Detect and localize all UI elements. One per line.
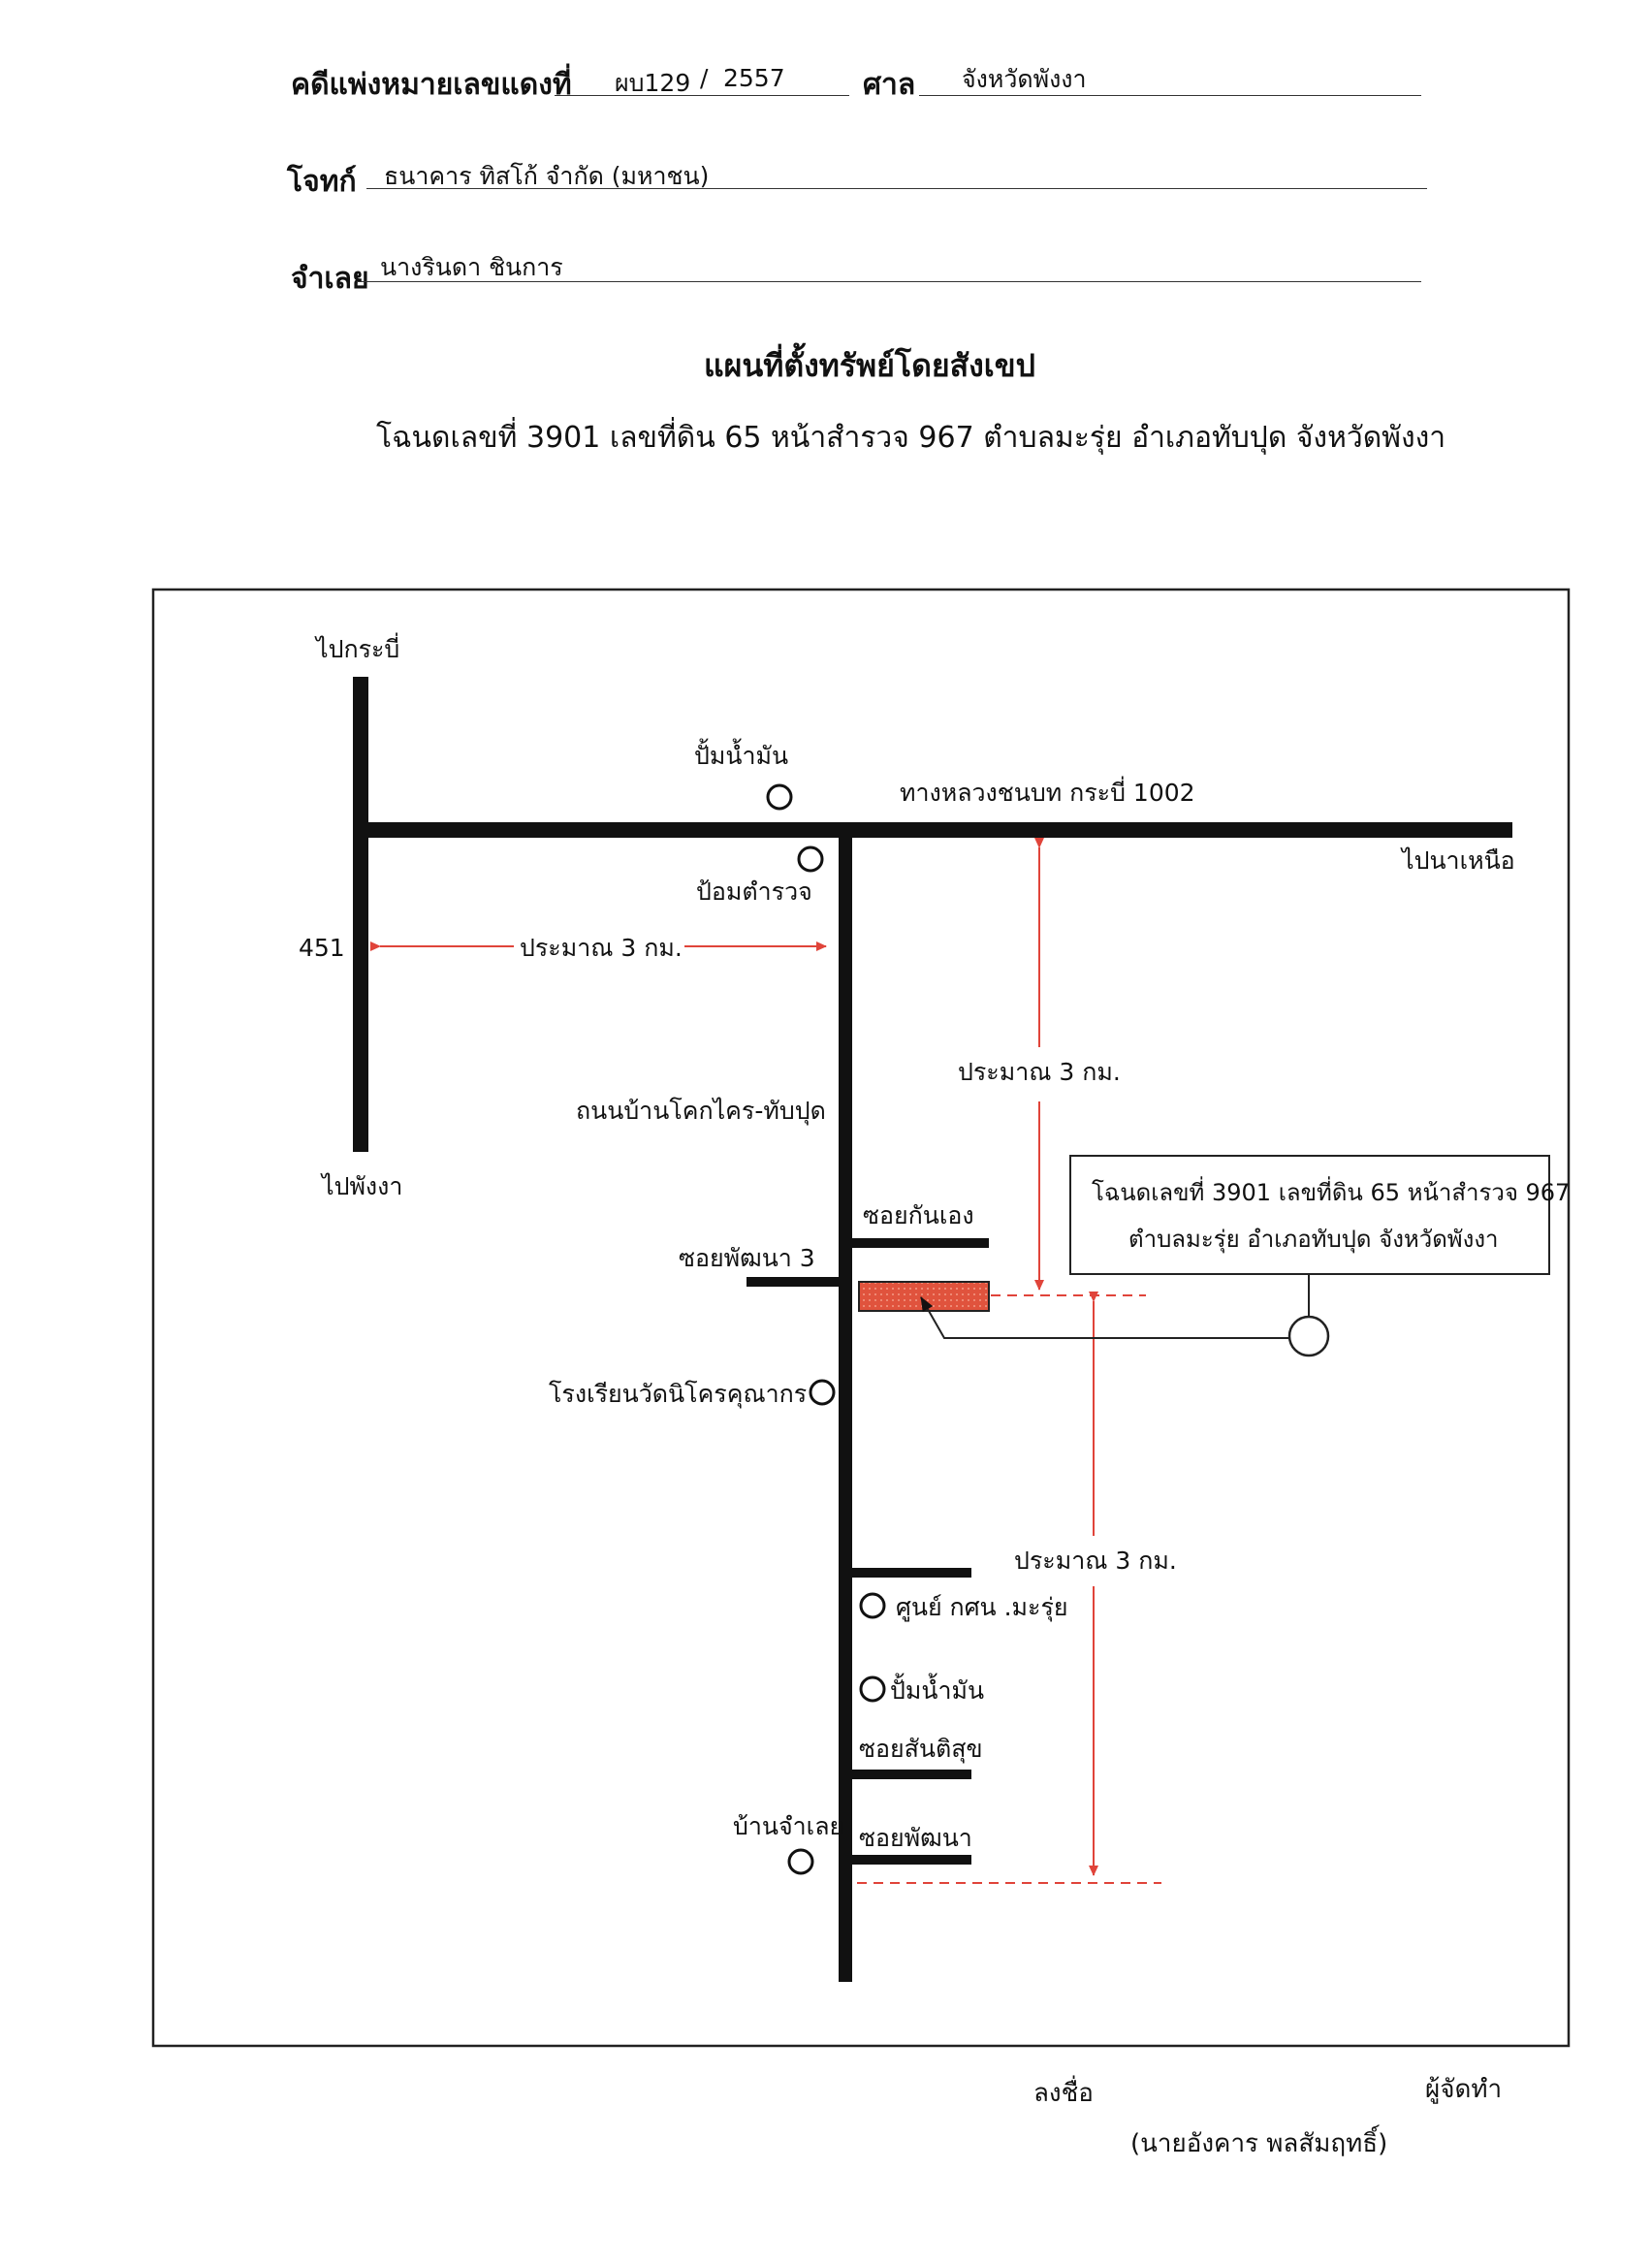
- sign-label: ลงชื่อ: [1033, 2079, 1094, 2108]
- court-underline: [919, 95, 1421, 96]
- page-title: แผนที่ตั้งทรัพย์โดยสังเขป: [704, 347, 1035, 384]
- case-number: ผบ129: [615, 69, 691, 97]
- label-rural-road: ทางหลวงชนบท กระบี่ 1002: [900, 776, 1195, 807]
- court-label: ศาล: [863, 68, 916, 102]
- police-box-marker: [797, 845, 824, 873]
- label-nfe-center: ศูนย์ กศน .มะรุ่ย: [896, 1593, 1068, 1622]
- case-number-underline: [555, 95, 849, 96]
- property-callout-box: [1069, 1155, 1550, 1275]
- label-gas-station-2: ปั้มน้ำมัน: [890, 1673, 984, 1705]
- label-soi-santisuk: ซอยสันติสุข: [859, 1735, 983, 1764]
- defendant-underline: [357, 281, 1421, 282]
- label-defendant-house: บ้านจำเลย: [733, 1812, 843, 1840]
- defendant-label: จำเลย: [291, 262, 369, 296]
- label-main-road: ถนนบ้านโคกไคร-ทับปุด: [576, 1097, 826, 1126]
- plaintiff-value: ธนาคาร ทิสโก้ จำกัด (มหาชน): [384, 162, 710, 190]
- label-soi-phatthana: ซอยพัฒนา: [859, 1824, 972, 1852]
- label-approx-west: ประมาณ 3 กม.: [520, 934, 683, 962]
- court-value: จังหวัดพังงา: [962, 65, 1087, 93]
- map-frame: [151, 588, 1571, 2048]
- defendant-value: นางรินดา ชินการ: [380, 253, 563, 281]
- school-marker: [809, 1379, 836, 1406]
- plaintiff-label: โจทก์: [287, 165, 357, 199]
- gas-station-marker: [766, 783, 793, 811]
- label-road-451: 451: [299, 934, 345, 962]
- callout-circle: [1287, 1315, 1330, 1357]
- callout-pointer: [920, 1296, 1289, 1339]
- plaintiff-underline: [366, 188, 1427, 189]
- label-school: โรงเรียนวัดนิโครคุณากร: [549, 1380, 807, 1409]
- label-approx-south: ประมาณ 3 กม.: [1014, 1547, 1177, 1575]
- signer-name: (นายอังคาร พลสัมฤทธิ์): [1130, 2129, 1388, 2158]
- label-approx-north: ประมาณ 3 กม.: [958, 1058, 1121, 1086]
- callout-line-1: โฉนดเลขที่ 3901 เลขที่ดิน 65 หน้าสำรวจ 9…: [1092, 1176, 1570, 1206]
- label-police-box: ป้อมตำรวจ: [696, 877, 812, 906]
- label-to-phangnga: ไปพังงา: [320, 1172, 402, 1200]
- label-gas-station-1: ปั้มน้ำมัน: [694, 738, 788, 770]
- callout-line-2: ตำบลมะรุ่ย อำเภอทับปุด จังหวัดพังงา: [1128, 1226, 1499, 1254]
- nfe-center-marker: [859, 1592, 886, 1619]
- case-year: 2557: [723, 64, 785, 92]
- page-subtitle: โฉนดเลขที่ 3901 เลขที่ดิน 65 หน้าสำรวจ 9…: [376, 421, 1446, 455]
- signer-role: ผู้จัดทำ: [1425, 2075, 1503, 2104]
- label-soi-phatthana3: ซอยพัฒนา 3: [679, 1244, 815, 1272]
- case-number-label: คดีแพ่งหมายเลขแดงที่: [291, 68, 572, 102]
- label-soi-kanaeng: ซอยกันเอง: [863, 1201, 974, 1229]
- label-to-north: ไปนาเหนือ: [1400, 846, 1515, 875]
- property-parcel: [858, 1281, 990, 1312]
- case-separator: /: [700, 64, 709, 92]
- defendant-house-marker: [787, 1848, 814, 1875]
- label-to-krabi: ไปกระบี่: [314, 632, 399, 663]
- gas-station-2-marker: [859, 1675, 886, 1703]
